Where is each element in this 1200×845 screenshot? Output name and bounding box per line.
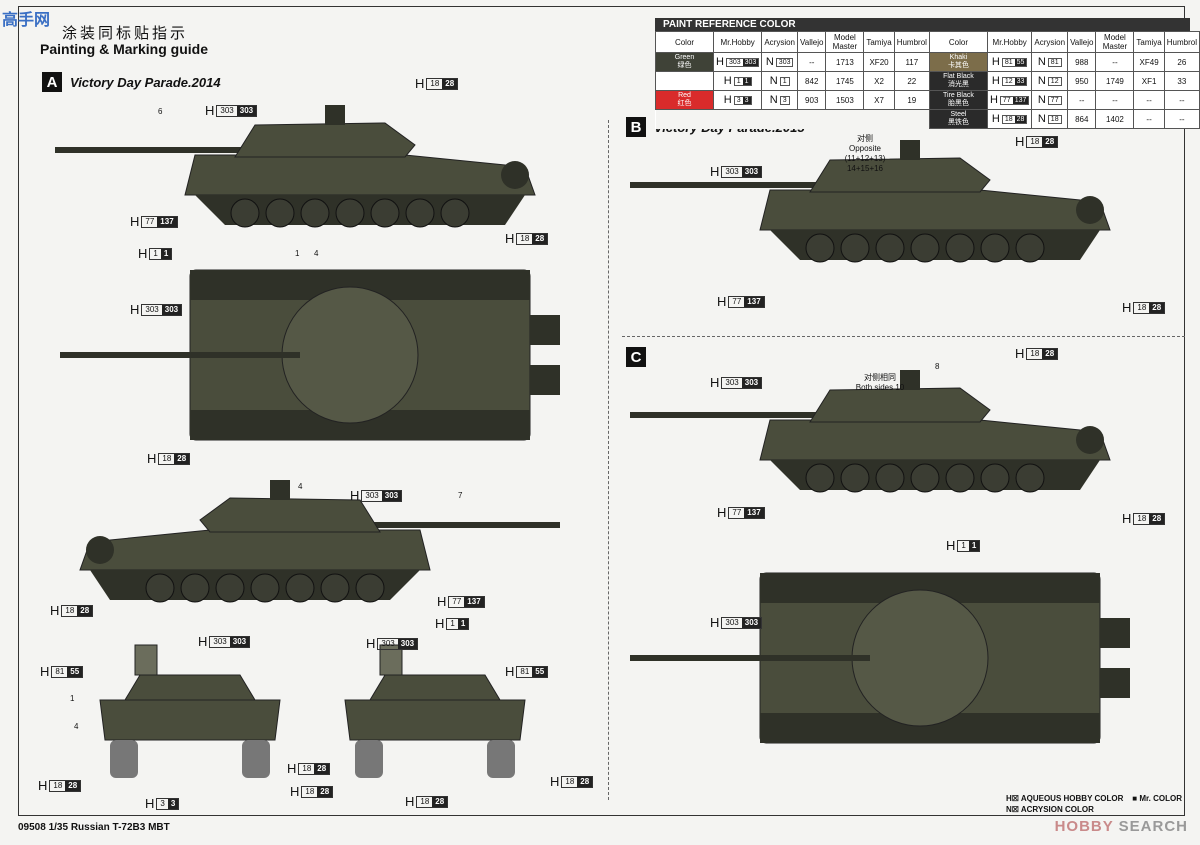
part-number: 8 bbox=[935, 362, 940, 371]
table-header: Model Master bbox=[1095, 31, 1135, 53]
part-number: 1 bbox=[295, 249, 300, 258]
tank-a-front-view bbox=[99, 644, 281, 778]
tank-a-left-side bbox=[55, 105, 536, 228]
section-title: Victory Day Parade.2014 bbox=[70, 74, 221, 90]
table-header: Color bbox=[655, 31, 714, 53]
table-header: Acrysion bbox=[1031, 31, 1069, 53]
section-badge: A bbox=[42, 72, 62, 92]
section-badge: C bbox=[626, 347, 646, 367]
table-header: Model Master bbox=[825, 31, 865, 53]
tank-a-rear-view bbox=[344, 644, 526, 778]
section-a-heading: A Victory Day Parade.2014 bbox=[42, 72, 221, 92]
tank-a-top-view bbox=[60, 269, 560, 441]
table-header: Color bbox=[928, 31, 988, 53]
section-c-heading: C bbox=[626, 347, 646, 367]
tank-a-right-side bbox=[79, 480, 560, 603]
paint-table-title: PAINT REFERENCE COLOR bbox=[655, 18, 1190, 31]
part-number: 6 bbox=[158, 107, 163, 116]
title-chinese: 涂装同标贴指示 bbox=[62, 25, 189, 42]
tank-c-left-side bbox=[630, 370, 1111, 493]
table-header: Humbrol bbox=[1163, 31, 1200, 53]
part-number: 4 bbox=[298, 482, 303, 491]
part-number: 1 bbox=[70, 694, 75, 703]
table-header: Acrysion bbox=[761, 31, 799, 53]
part-number: 7 bbox=[458, 491, 463, 500]
divider-vertical bbox=[608, 120, 609, 800]
footer-product: 09508 1/35 Russian T-72B3 MBT bbox=[18, 822, 170, 833]
table-header: Humbrol bbox=[893, 31, 930, 53]
table-header: Mr.Hobby bbox=[986, 31, 1033, 53]
part-number: 4 bbox=[314, 249, 319, 258]
page-title: Painting & Marking guide bbox=[40, 41, 209, 57]
table-header: Vallejo bbox=[797, 31, 827, 53]
watermark-logo: 高手网 bbox=[2, 12, 51, 29]
table-header: Vallejo bbox=[1067, 31, 1097, 53]
part-number: 4 bbox=[74, 722, 79, 731]
tank-b-left-side bbox=[630, 140, 1111, 263]
page-frame bbox=[18, 6, 1185, 816]
watermark-hobbysearch: HOBBY SEARCH bbox=[1054, 818, 1188, 835]
divider-horizontal bbox=[622, 336, 1185, 337]
section-badge: B bbox=[626, 117, 646, 137]
color-legend: H☒ AQUEOUS HOBBY COLOR ■ Mr. COLOR N☒ AC… bbox=[1005, 794, 1182, 814]
table-header: Tamiya bbox=[1133, 31, 1165, 53]
table-header: Mr.Hobby bbox=[712, 31, 763, 53]
table-header: Tamiya bbox=[863, 31, 895, 53]
tank-c-top-view bbox=[630, 572, 1130, 744]
